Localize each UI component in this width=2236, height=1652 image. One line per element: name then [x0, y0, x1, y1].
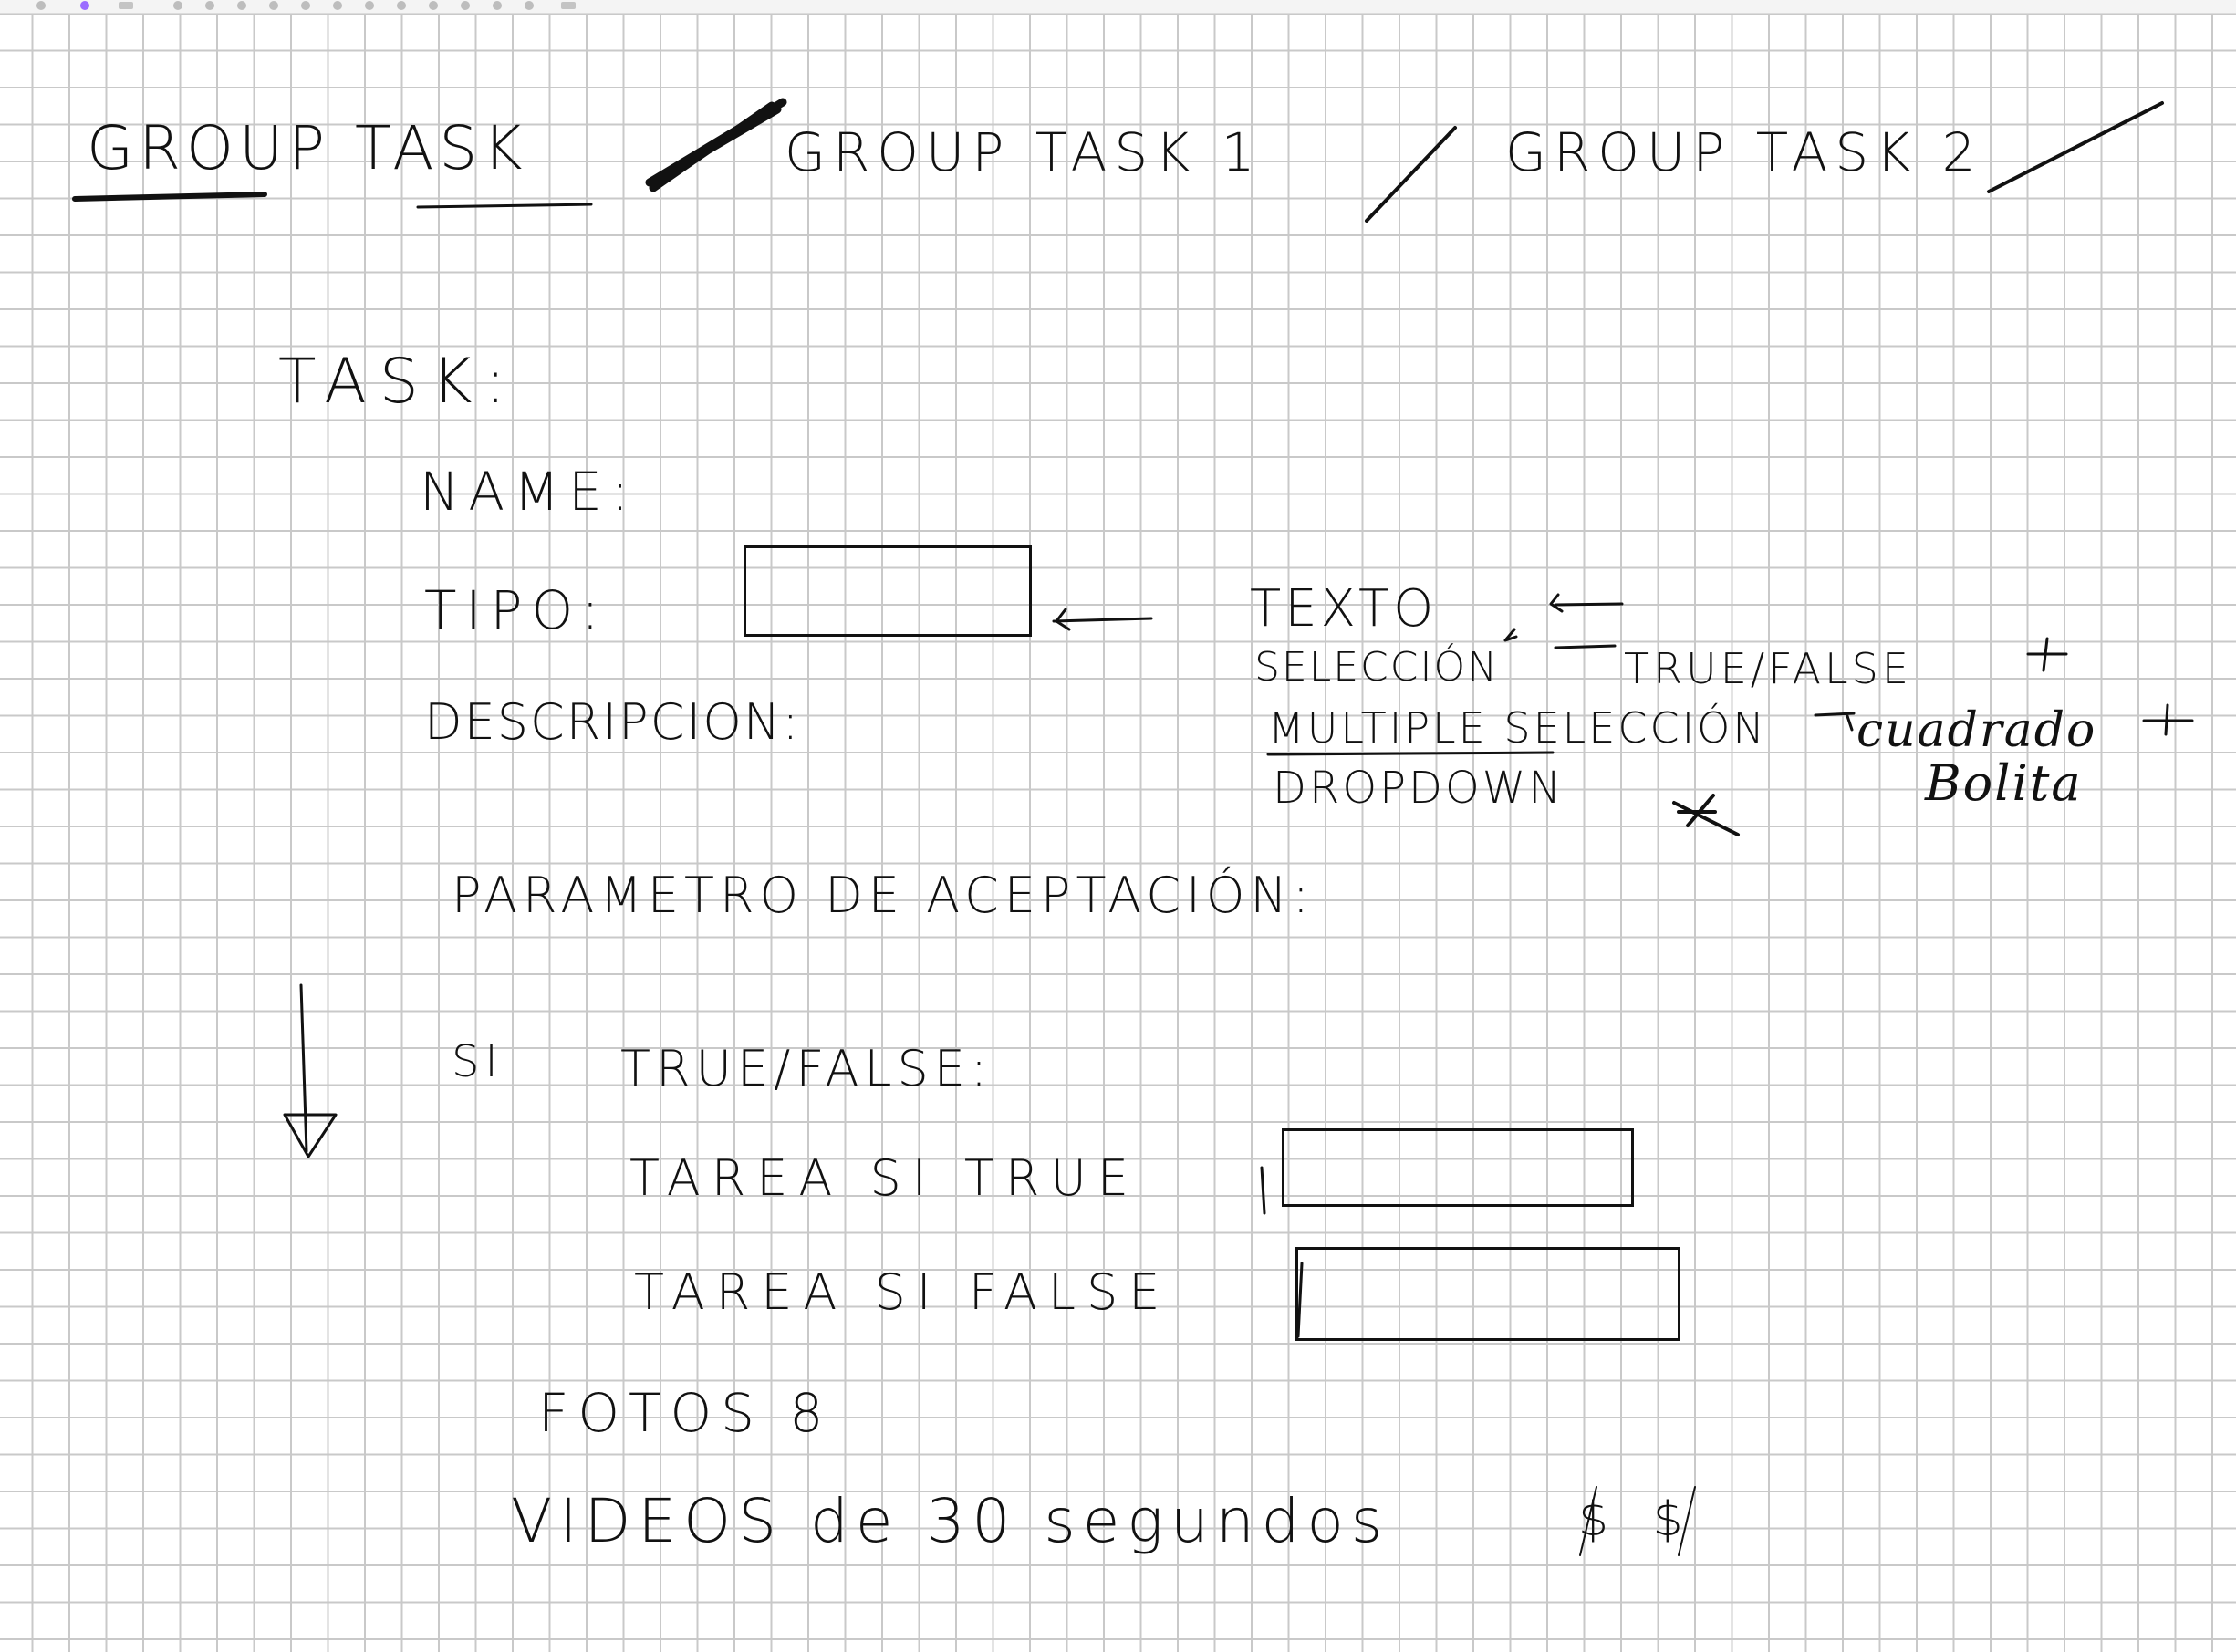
toolbar-dot-icon[interactable] [173, 1, 182, 10]
si-label: SI [452, 1036, 504, 1087]
cursor-bar [1260, 1166, 1266, 1215]
toolbar-dot-icon[interactable] [397, 1, 406, 10]
toolbar-chip-icon[interactable] [561, 2, 576, 9]
option-multiple-seleccion[interactable]: MULTIPLE SELECCIÓN [1268, 703, 1767, 753]
toolbar-dot-icon[interactable] [269, 1, 278, 10]
option-underline [1266, 751, 1555, 756]
toolbar-dot-icon[interactable] [205, 1, 214, 10]
tarea-false-label: TAREA SI FALSE [634, 1263, 1171, 1321]
toolbar-dot-icon[interactable] [461, 1, 470, 10]
option-seleccion[interactable]: SELECCIÓN [1254, 644, 1500, 691]
toolbar-dot-icon[interactable] [36, 1, 46, 10]
tab-group-task[interactable]: GROUP TASK [87, 113, 528, 183]
option-cuadrado: cuadrado [1856, 703, 2097, 758]
option-dropdown[interactable]: DROPDOWN [1273, 763, 1565, 814]
toolbar-dot-icon[interactable] [429, 1, 438, 10]
plus-icon [2142, 703, 2194, 736]
arrow-left-icon [1549, 593, 1624, 613]
fotos-label: FOTOS 8 [538, 1382, 833, 1444]
option-bolita: Bolita [1925, 754, 2083, 812]
cross-mark-icon [1672, 794, 1740, 836]
down-arrow-shaft [299, 983, 308, 1153]
option-true-false[interactable]: TRUE/FALSE [1624, 644, 1912, 693]
task-heading: TASK: [278, 346, 519, 418]
accent-mark-icon [1503, 628, 1518, 642]
tab-underline [416, 203, 593, 209]
accent-line [1554, 644, 1617, 649]
tarea-true-label: TAREA SI TRUE [629, 1149, 1139, 1207]
toolbar-dot-icon[interactable] [493, 1, 502, 10]
top-toolbar [0, 0, 2236, 14]
price-marks: $ $ [1578, 1492, 1698, 1547]
tarea-true-input[interactable] [1282, 1128, 1634, 1207]
tipo-label: TIPO: [424, 579, 608, 641]
toolbar-dot-icon[interactable] [237, 1, 246, 10]
toolbar-dot-icon[interactable] [365, 1, 374, 10]
strike-scribble [645, 98, 787, 192]
toolbar-chip-icon[interactable] [119, 2, 133, 9]
toolbar-dot-icon[interactable] [525, 1, 534, 10]
tab-active-underline [72, 192, 267, 202]
videos-label: VIDEOS de 30 segundos [511, 1486, 1390, 1556]
arrow-left-icon [1052, 608, 1153, 631]
toolbar-dot-icon[interactable] [301, 1, 310, 10]
down-arrow-head-icon [283, 1113, 338, 1158]
tab-group-task-1[interactable]: GROUP TASK 1 [785, 121, 1263, 183]
parametro-label: PARAMETRO DE ACEPTACIÓN: [452, 867, 1315, 924]
tab-divider-slash [1365, 126, 1457, 223]
option-texto[interactable]: TEXTO [1250, 579, 1438, 639]
tab-divider-slash [1987, 101, 2164, 193]
arrow-left-icon [1814, 712, 1856, 732]
tipo-input[interactable] [744, 545, 1032, 637]
tarea-false-input[interactable] [1295, 1247, 1680, 1341]
toolbar-dot-icon[interactable] [333, 1, 342, 10]
true-false-label: TRUE/FALSE: [620, 1040, 993, 1097]
tab-group-task-2[interactable]: GROUP TASK 2 [1505, 121, 1983, 183]
app-icon[interactable] [80, 1, 89, 10]
name-label: NAME: [420, 461, 639, 523]
descripcion-label: DESCRIPCION: [424, 693, 801, 751]
plus-icon [2026, 637, 2068, 672]
